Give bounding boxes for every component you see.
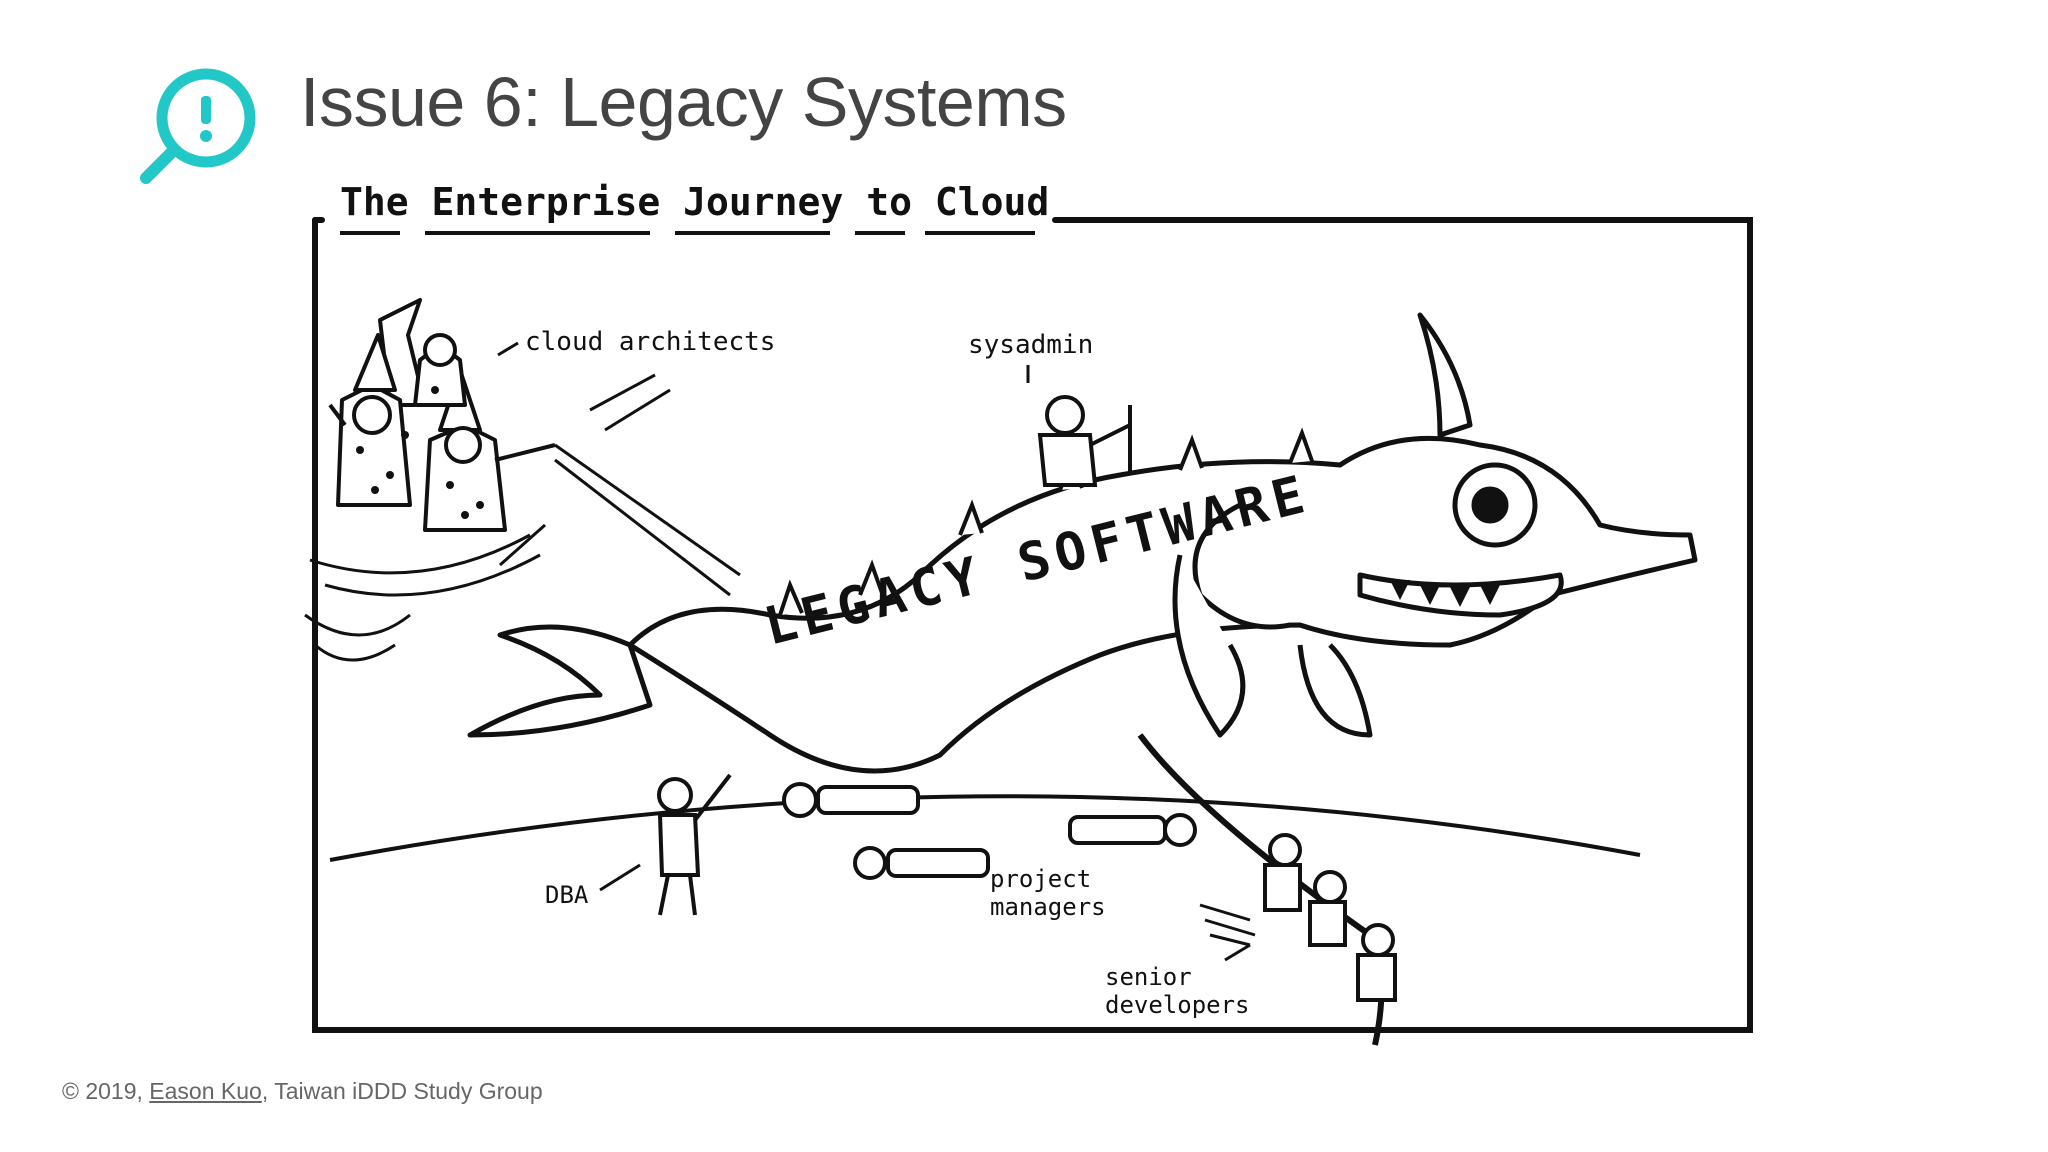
dba-figure bbox=[657, 773, 732, 916]
cartoon-frame bbox=[312, 217, 1753, 1033]
label-senior-developers-2: developers bbox=[1105, 991, 1250, 1019]
search-alert-icon bbox=[140, 68, 256, 184]
slide-title: Issue 6: Legacy Systems bbox=[300, 63, 1067, 141]
slide-footer: © 2019, Eason Kuo, Taiwan iDDD Study Gro… bbox=[62, 1078, 543, 1105]
cloud-architects-wizards bbox=[328, 298, 556, 532]
water-ripples bbox=[304, 533, 541, 662]
label-project-managers-2: managers bbox=[990, 893, 1106, 921]
magic-beam bbox=[499, 373, 741, 597]
motion-lines bbox=[1199, 903, 1256, 947]
footer-author-link[interactable]: Eason Kuo bbox=[149, 1078, 262, 1104]
cartoon-heading: The Enterprise Journey to Cloud bbox=[340, 180, 1049, 224]
project-managers-figures bbox=[782, 782, 1197, 880]
label-project-managers-1: project bbox=[990, 865, 1091, 893]
ground-line bbox=[329, 794, 1641, 862]
label-sysadmin: sysadmin bbox=[968, 330, 1093, 360]
label-cloud-architects: cloud architects bbox=[525, 327, 775, 357]
senior-developers-figures bbox=[1137, 733, 1397, 1046]
footer-year: © 2019, bbox=[62, 1078, 150, 1104]
label-dba: DBA bbox=[545, 881, 589, 909]
dragon-teeth bbox=[1390, 580, 1500, 607]
legacy-dragon bbox=[467, 312, 1698, 774]
footer-group: , Taiwan iDDD Study Group bbox=[261, 1078, 543, 1104]
sysadmin-figure bbox=[1037, 395, 1132, 487]
wizard-stars bbox=[356, 386, 484, 519]
legacy-dragon-cartoon: The Enterprise Journey to Cloud bbox=[304, 180, 1753, 1046]
label-senior-developers-1: senior bbox=[1105, 963, 1192, 991]
